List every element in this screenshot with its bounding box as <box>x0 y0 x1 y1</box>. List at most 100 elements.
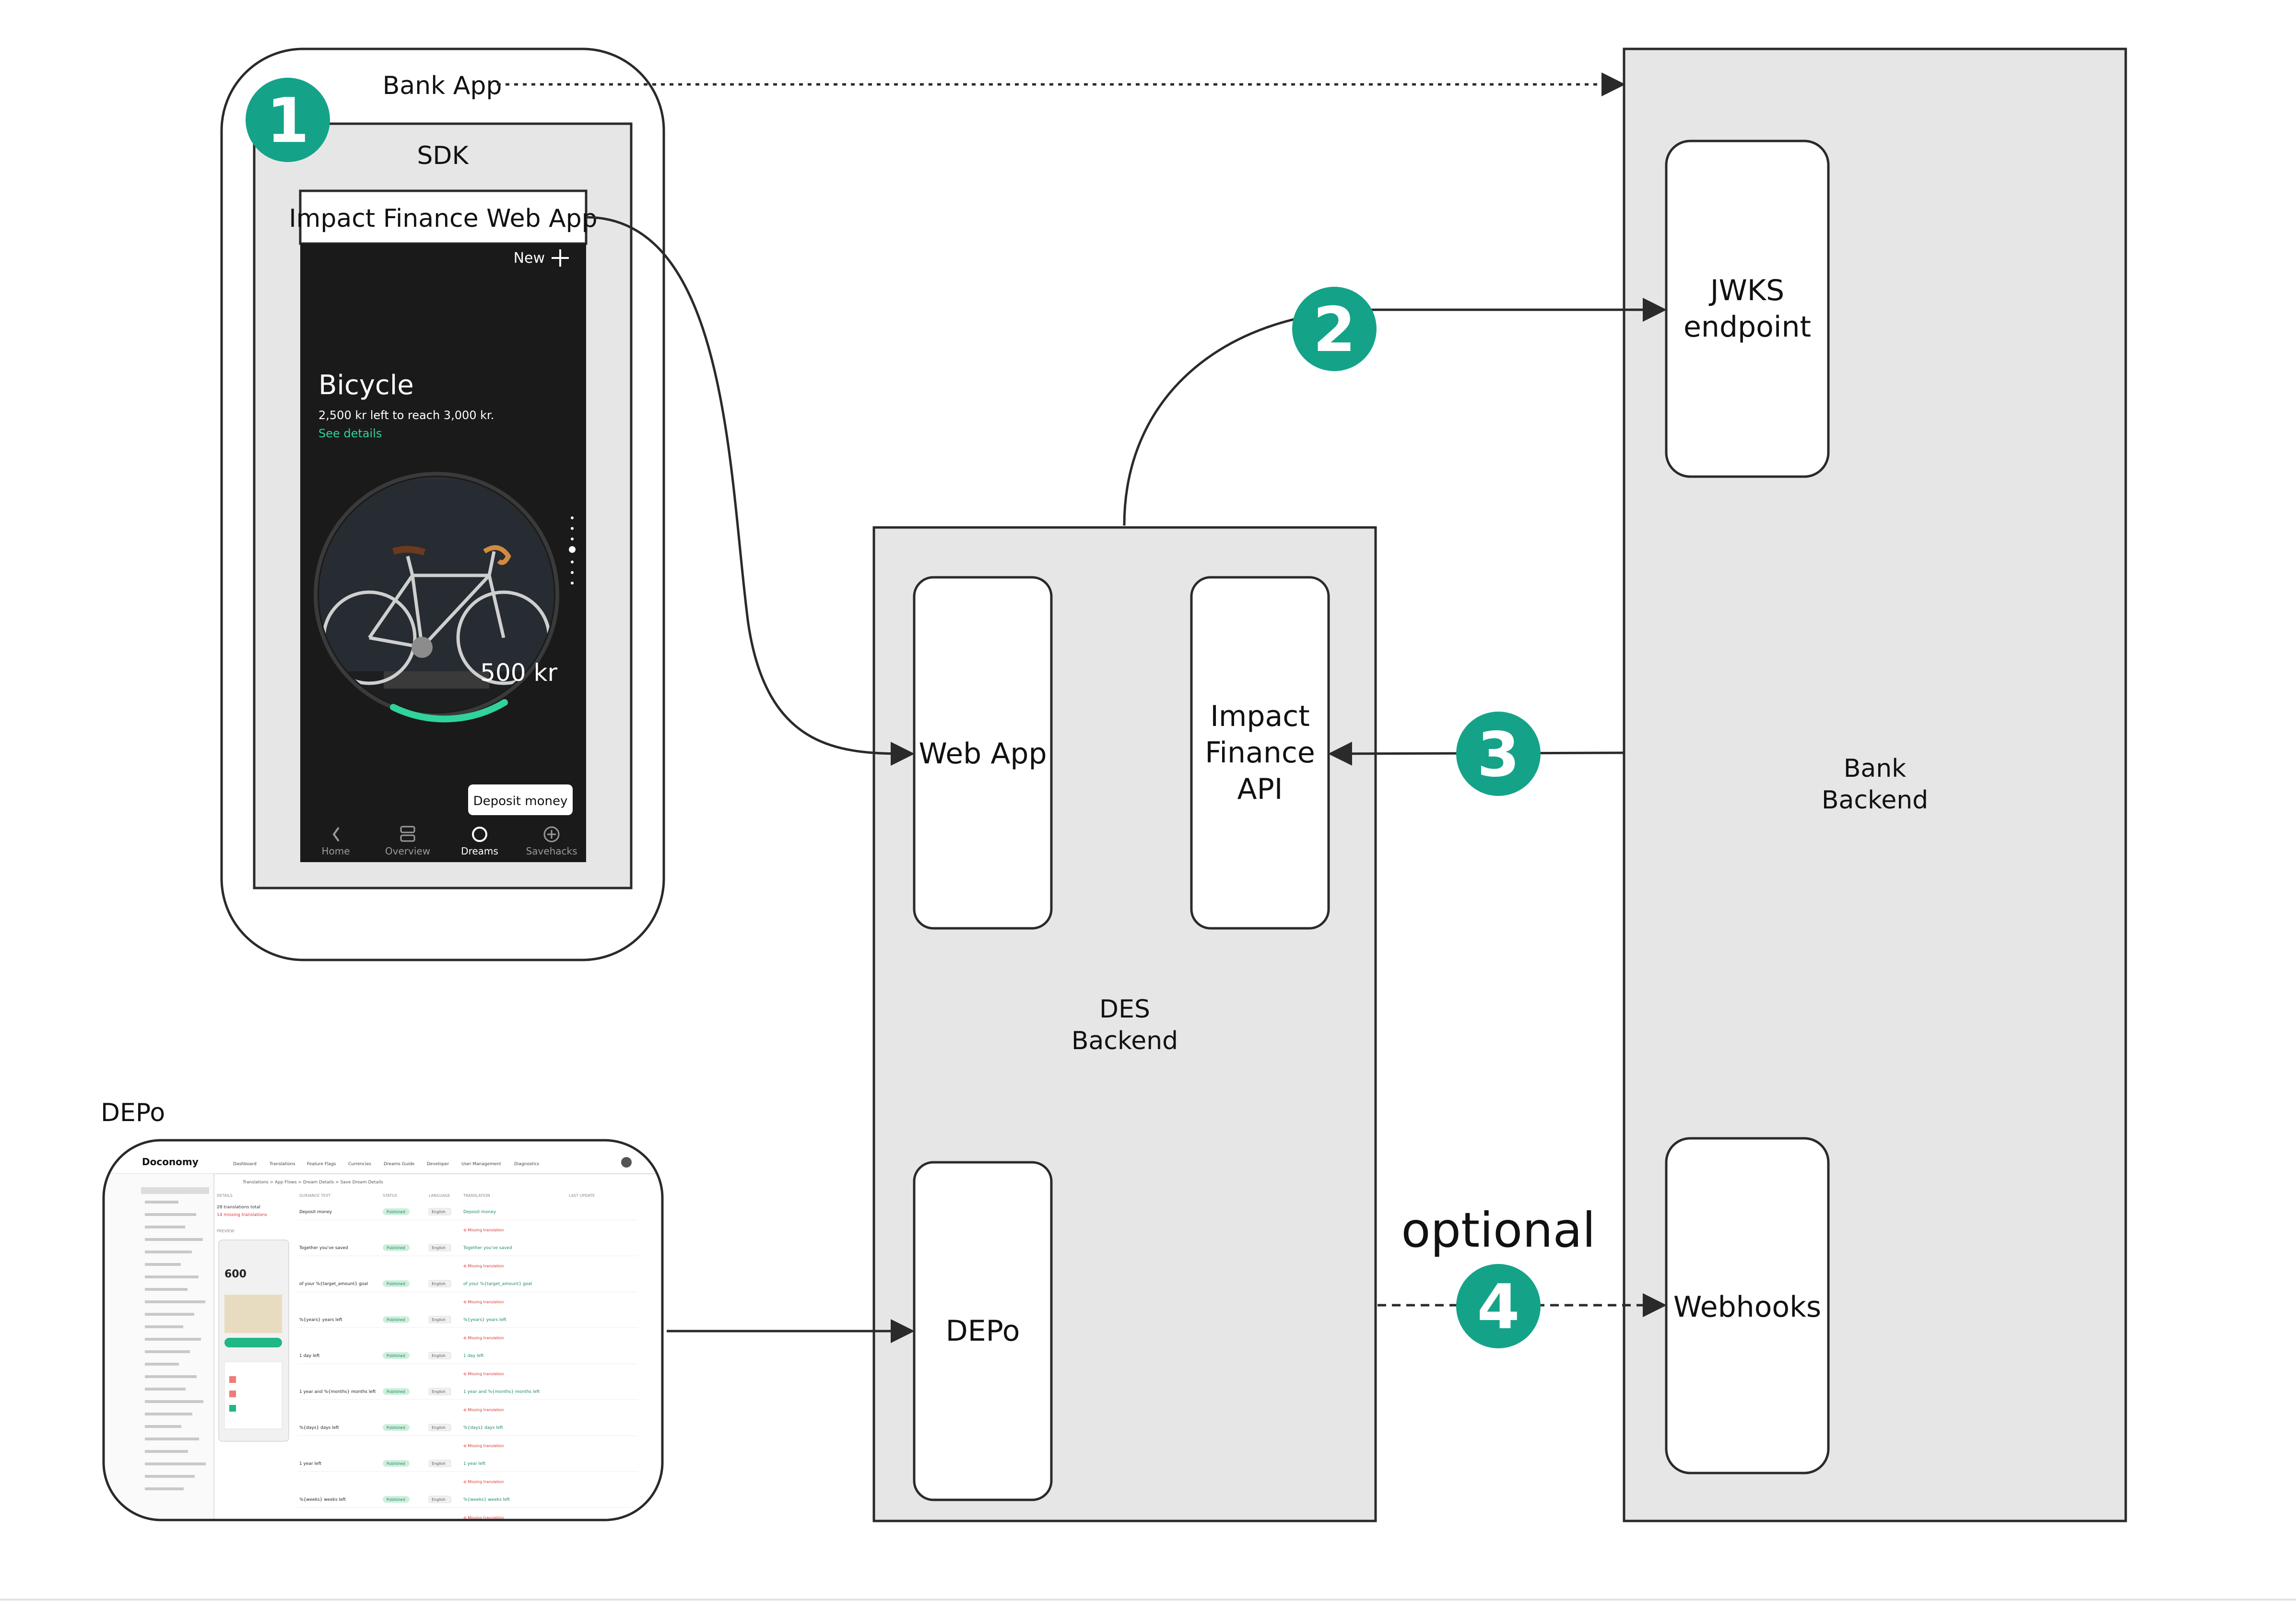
nav-overview[interactable]: Overview <box>385 826 430 857</box>
see-details-link[interactable]: See details <box>318 427 382 440</box>
depo-sidebar-item[interactable] <box>145 1201 178 1204</box>
depo-status-text: Published <box>387 1210 405 1214</box>
overview-icon <box>400 826 415 842</box>
depo-sidebar-item[interactable] <box>145 1338 201 1341</box>
depo-sidebar-item[interactable] <box>145 1288 188 1291</box>
dreams-icon <box>472 827 487 842</box>
depo-guidance-text: Together you've saved <box>299 1246 348 1251</box>
jwks-endpoint-box: JWKS endpoint <box>1665 140 1830 478</box>
depo-sidebar-item[interactable] <box>145 1462 206 1465</box>
depo-translation-text: 1 year left <box>463 1462 486 1466</box>
depo-status-badge <box>383 1244 410 1251</box>
depo-status-badge <box>383 1316 410 1323</box>
svg-text:2: 2 <box>1313 294 1355 366</box>
depo-column-header: GUIDANCE TEXT <box>299 1193 330 1198</box>
svg-text:600: 600 <box>224 1268 247 1280</box>
depo-nav-diagnostics[interactable]: Diagnostics <box>514 1162 540 1167</box>
depo-preview-header: PREVIEW <box>217 1229 234 1233</box>
depo-sidebar-item[interactable] <box>145 1413 192 1415</box>
depo-nav-dreams-guide[interactable]: Dreams Guide <box>384 1162 415 1167</box>
carousel-dots <box>569 516 576 585</box>
depo-sidebar-item[interactable] <box>145 1388 186 1391</box>
depo-sidebar-item[interactable] <box>145 1350 190 1353</box>
depo-sidebar-item[interactable] <box>145 1400 203 1403</box>
depo-sidebar-item[interactable] <box>145 1375 197 1378</box>
depo-sidebar-item[interactable] <box>145 1475 195 1478</box>
bank-backend-label-line1: Bank <box>1844 754 1907 783</box>
impact-web-app: Impact Finance Web App New Bicycle 2,500… <box>289 189 598 862</box>
depo-preview-phone: 600 <box>218 1240 289 1442</box>
depo-translation-text: %{years} years left <box>463 1318 506 1322</box>
depo-language-badge <box>428 1280 451 1287</box>
nav-home[interactable]: Home <box>321 827 350 857</box>
depo-details-header: DETAILS <box>217 1193 233 1198</box>
depo-sidebar-item[interactable] <box>145 1487 184 1490</box>
depo-sidebar-item[interactable] <box>145 1213 196 1216</box>
depo-language-badge <box>428 1244 451 1251</box>
depo-sidebar-item[interactable] <box>145 1425 181 1428</box>
des-to-jwks-arrow <box>1123 298 1667 526</box>
depo-sidebar-item[interactable] <box>145 1300 205 1303</box>
depo-nav-developer[interactable]: Developer <box>427 1162 449 1167</box>
depo-status-text: Published <box>387 1426 405 1430</box>
depo-sidebar-item[interactable] <box>145 1275 199 1278</box>
optional-label: optional <box>1401 1202 1595 1258</box>
depo-guidance-text: 1 year left <box>299 1462 322 1466</box>
depo-column-header: TRANSLATION <box>463 1193 490 1198</box>
depo-language-text: English <box>432 1318 446 1322</box>
depo-sidebar-item[interactable] <box>145 1313 194 1316</box>
depo-status-badge <box>383 1424 410 1431</box>
depo-breadcrumb: Translations > App Flows > Dream Details… <box>242 1180 383 1185</box>
bank-app-label: Bank App <box>383 71 502 100</box>
badge-1: 1 <box>246 78 330 162</box>
svg-text:Finance: Finance <box>1205 736 1315 770</box>
depo-nav-dashboard[interactable]: Dashboard <box>233 1162 257 1167</box>
phone-screen: New Bicycle 2,500 kr left to reach 3,000… <box>300 244 586 862</box>
depo-avatar[interactable] <box>621 1157 632 1168</box>
nav-dreams[interactable]: Dreams <box>461 827 498 857</box>
nav-savehacks[interactable]: Savehacks <box>526 826 577 857</box>
new-label[interactable]: New <box>514 250 545 267</box>
webhooks-box: Webhooks <box>1665 1137 1830 1474</box>
depo-sidebar-item[interactable] <box>145 1325 183 1328</box>
impact-web-app-to-web-app-arrow <box>586 216 915 766</box>
depo-sidebar-item[interactable] <box>145 1363 179 1366</box>
dream-amount: 500 kr <box>480 659 557 687</box>
plus-icon[interactable] <box>552 249 569 267</box>
depo-guidance-text: %{weeks} weeks left <box>299 1497 346 1502</box>
depo-sidebar-item[interactable] <box>145 1251 192 1253</box>
depo-translation-text: %{weeks} weeks left <box>463 1497 510 1502</box>
depo-nav-currencies[interactable]: Currencies <box>348 1162 371 1167</box>
depo-translation-text: Together you've saved <box>463 1246 512 1251</box>
depo-missing-translation: ⊘ Missing translation <box>463 1228 504 1232</box>
depo-sidebar-item[interactable] <box>145 1238 203 1241</box>
svg-text:1: 1 <box>266 85 309 157</box>
depo-sidebar-item[interactable] <box>145 1226 185 1228</box>
des-backend: DES Backend Web App Impact Finance API D… <box>872 526 1377 1522</box>
deposit-money-button[interactable]: Deposit money <box>468 784 573 815</box>
svg-text:Webhooks: Webhooks <box>1673 1290 1821 1324</box>
depo-sidebar-item[interactable] <box>145 1438 199 1440</box>
depo-sidebar-item[interactable] <box>145 1450 188 1453</box>
depo-nav-translations[interactable]: Translations <box>269 1162 295 1167</box>
depo-status-text: Published <box>387 1282 405 1286</box>
depo-status-text: Published <box>387 1390 405 1394</box>
depo-nav-user-management[interactable]: User Management <box>461 1162 501 1167</box>
depo-status-badge <box>383 1352 410 1359</box>
depo-sidebar-item[interactable] <box>145 1263 181 1266</box>
impact-web-app-label: Impact Finance Web App <box>289 204 597 233</box>
depo-status-text: Published <box>387 1354 405 1358</box>
depo-translation-text: of your %{target_amount} goal <box>463 1282 532 1286</box>
savings-progress-arc <box>390 699 508 723</box>
depo-nav-feature-flags[interactable]: Feature Flags <box>307 1162 336 1167</box>
